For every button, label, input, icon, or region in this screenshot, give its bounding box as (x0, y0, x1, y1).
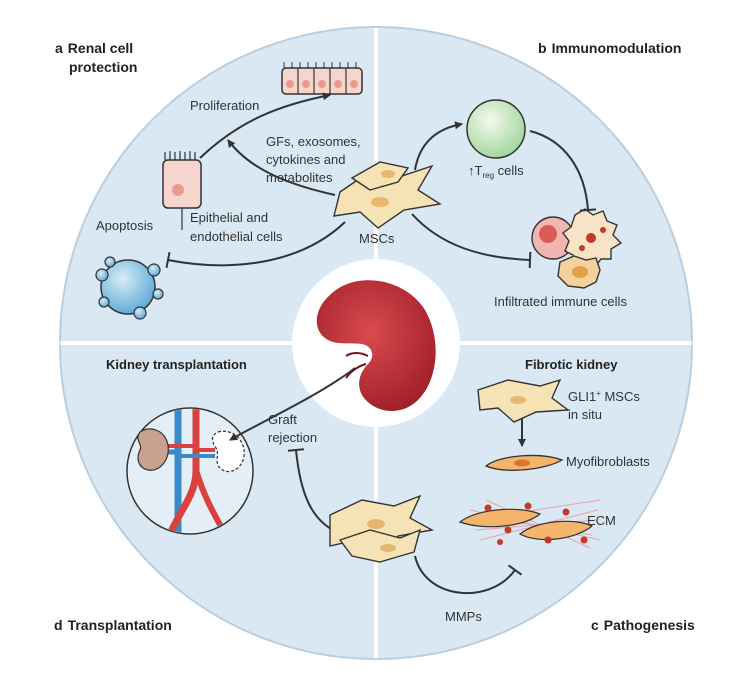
transplant-arrow (229, 367, 356, 441)
treg-inhibit-arrow (529, 130, 597, 212)
kidney-transplantation-label: Kidney transplantation (106, 357, 247, 372)
myofibroblasts-label: Myofibroblasts (566, 454, 650, 469)
transplant-circle-icon (126, 407, 254, 535)
treg-arrow (414, 121, 463, 171)
treg-label: ↑Treg cells (468, 163, 524, 180)
graft-label-line2: rejection (268, 430, 317, 445)
apoptotic-cell-icon (95, 256, 164, 320)
gfs-label-line3: metabolites (266, 170, 333, 185)
panel-a-title-line2: protection (69, 59, 137, 75)
epithelial-cell-icon (162, 151, 202, 209)
mmps-label: MMPs (445, 609, 482, 624)
mmps-inhibit-arrow (414, 555, 523, 594)
immune-cells-icon (531, 208, 623, 289)
gfs-label-line2: cytokines and (266, 152, 346, 167)
graft-label-line1: Graft (268, 412, 297, 427)
epithelial-label-line2: endothelial cells (190, 229, 283, 244)
mscs-bottom-cluster-icon (329, 494, 435, 563)
ecm-label: ECM (587, 513, 616, 528)
treg-cell-icon (466, 99, 526, 159)
gli1-msc-icon (477, 378, 570, 423)
infiltrated-label: Infiltrated immune cells (494, 294, 627, 309)
mscs-label: MSCs (359, 231, 395, 246)
in-situ-label: in situ (568, 407, 602, 422)
epithelial-label-line1: Epithelial and (190, 210, 268, 225)
gfs-label-line1: GFs, exosomes, (266, 134, 361, 149)
gfs-arrow (227, 139, 336, 196)
proliferation-arrow (199, 92, 331, 159)
fibrotic-kidney-label: Fibrotic kidney (525, 357, 618, 372)
ecm-icon (458, 499, 601, 549)
mscs-inhibit-arrow (411, 213, 532, 269)
proliferating-cells-icon (281, 62, 363, 95)
apoptosis-label: Apoptosis (96, 218, 154, 233)
proliferation-label: Proliferation (190, 98, 259, 113)
gli1-label: GLI1+ MSCs (568, 389, 640, 404)
apoptosis-inhibit-arrow (165, 221, 346, 269)
myofibroblast-icon (484, 454, 564, 471)
mscs-cluster-icon (333, 161, 442, 229)
